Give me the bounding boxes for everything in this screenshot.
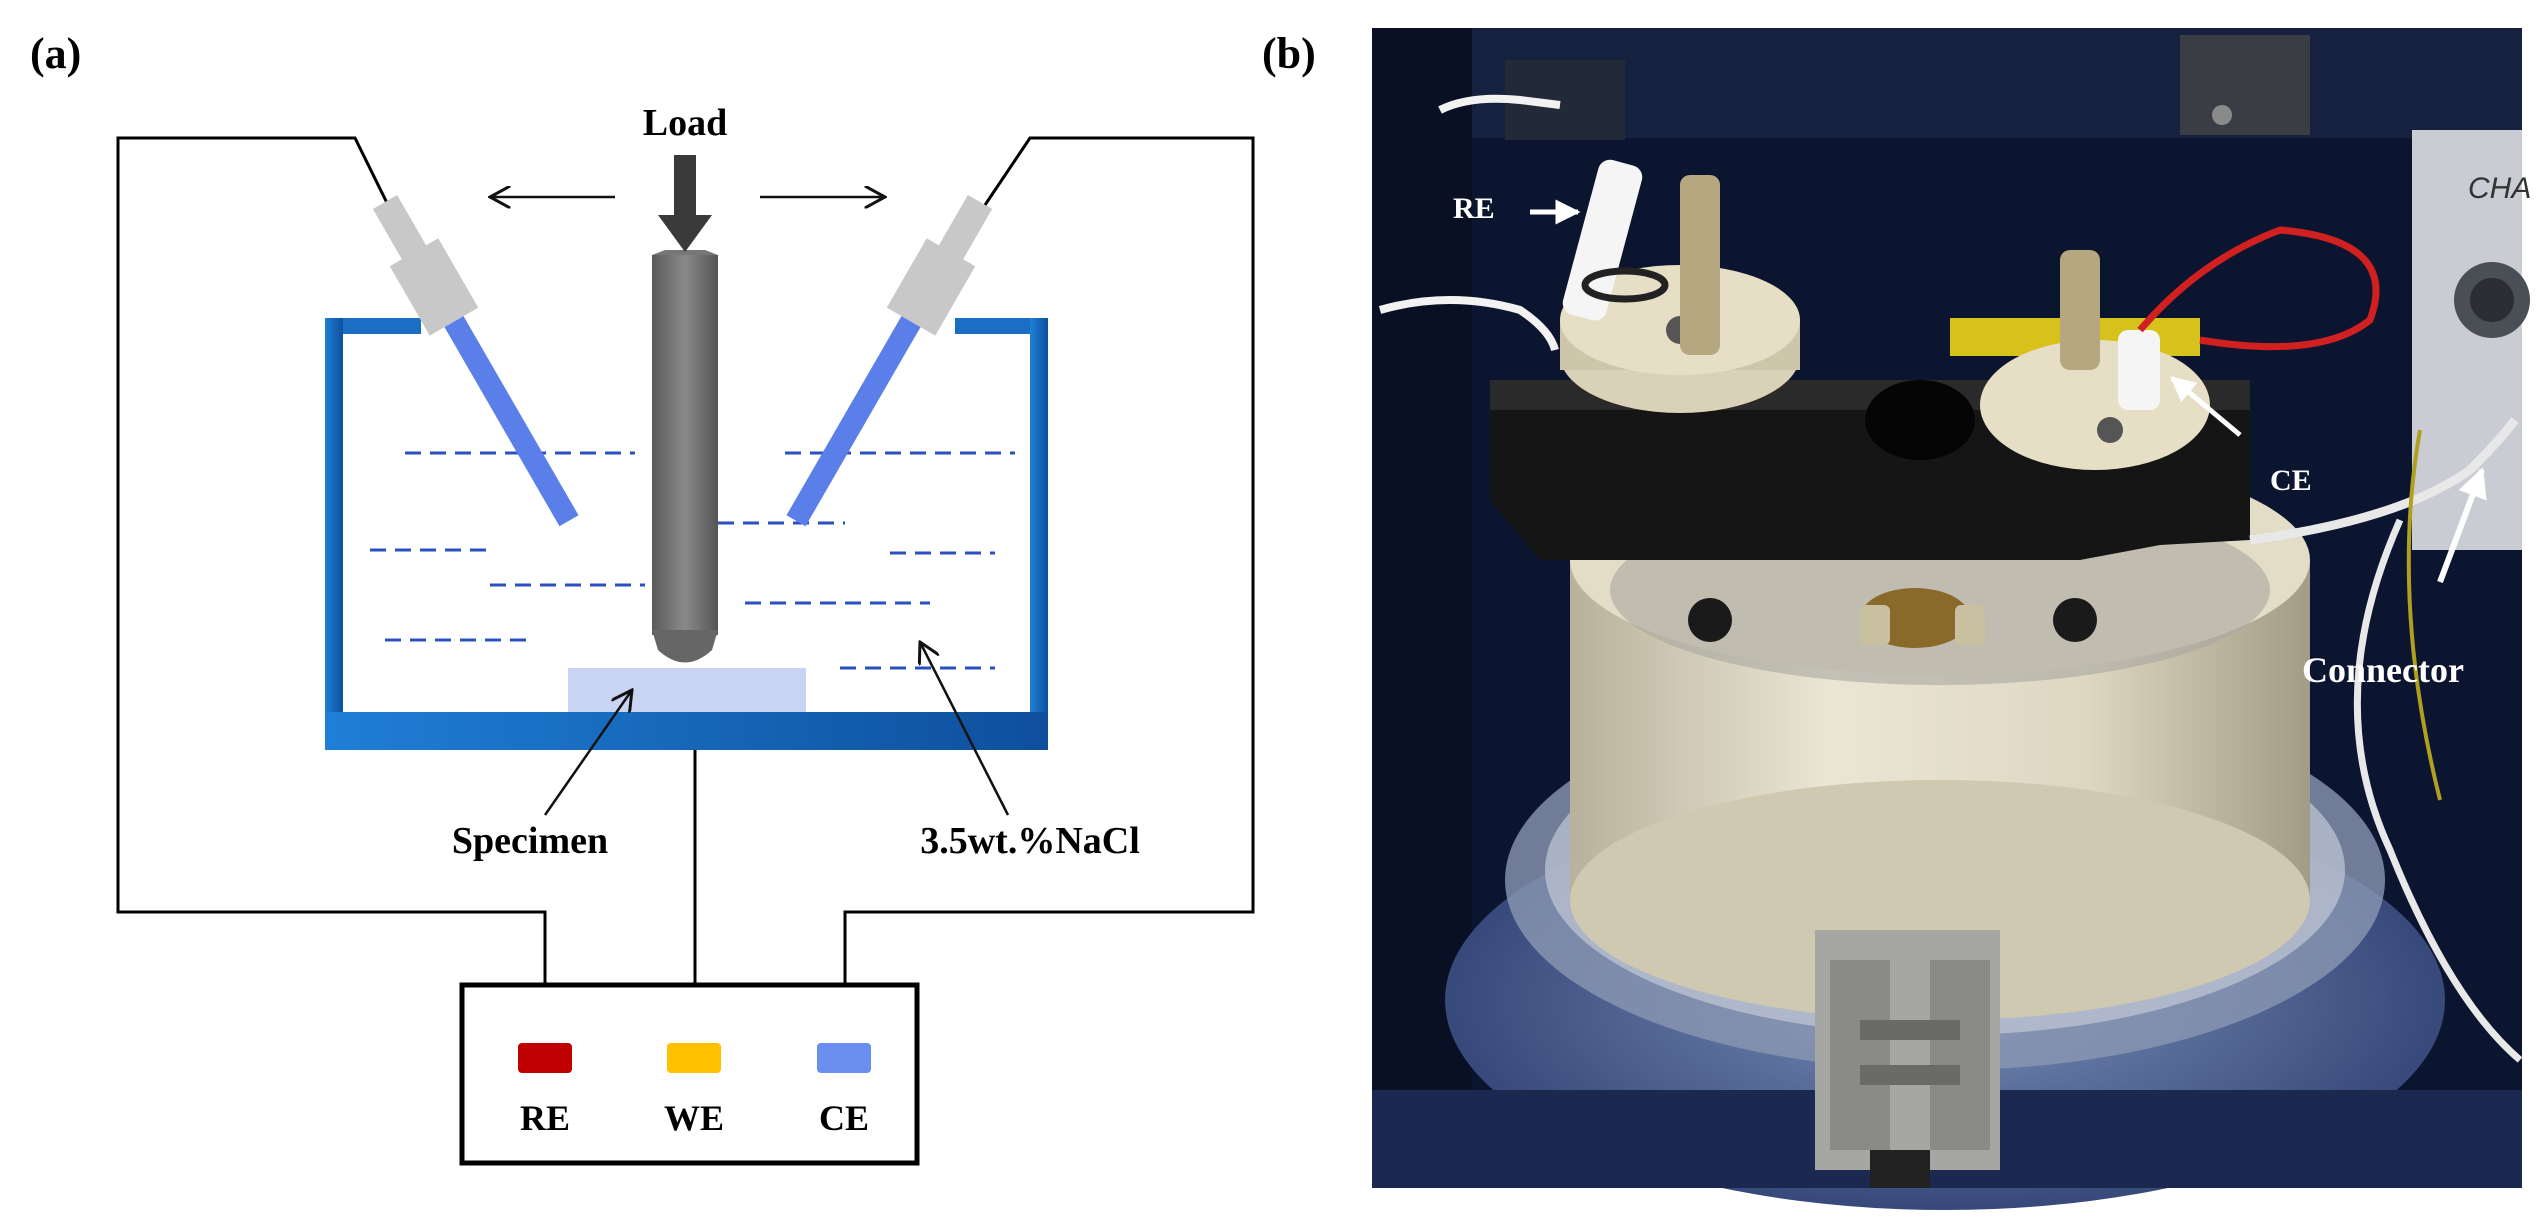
panel-a-label: (a) xyxy=(30,29,81,78)
load-label: Load xyxy=(643,102,727,144)
probe-tip xyxy=(652,630,718,663)
cell-left-rim xyxy=(343,318,421,334)
reference-electrode xyxy=(372,195,579,527)
probe xyxy=(652,250,718,663)
ce-terminal-label: CE xyxy=(819,1098,869,1138)
setup-photo: CHA xyxy=(1372,28,2531,1210)
white-wire-left xyxy=(1378,296,1559,352)
cell-left-wall xyxy=(325,318,343,750)
re-holder-body xyxy=(389,238,479,336)
connector-callout: Connector xyxy=(2302,650,2464,690)
re-holder-top xyxy=(372,195,428,262)
we-terminal-label: WE xyxy=(664,1098,724,1138)
ce-terminal xyxy=(817,1043,871,1073)
connector-callout-arrow xyxy=(2437,467,2487,584)
cell-right-rim xyxy=(955,318,1030,334)
solution-label: 3.5wt.%NaCl xyxy=(920,820,1140,862)
specimen xyxy=(568,668,806,712)
ce-callout: CE xyxy=(2270,464,2312,497)
counter-electrode xyxy=(786,195,993,527)
re-knurled-knob xyxy=(1680,175,1720,355)
panel-b-label: (b) xyxy=(1262,29,1316,78)
ce-tip xyxy=(786,316,921,527)
probe-shaft xyxy=(652,255,718,635)
potentiostat-box xyxy=(459,982,920,1166)
re-electrode-photo xyxy=(1562,159,1643,321)
white-wire-right xyxy=(2249,417,2519,545)
re-callout: RE xyxy=(1453,192,1495,225)
ce-electrode-photo xyxy=(2118,330,2160,410)
we-terminal xyxy=(667,1043,721,1073)
cell-right-wall xyxy=(1030,318,1048,750)
ce-holder-top xyxy=(937,195,993,262)
red-wire xyxy=(2137,226,2380,351)
cell-bottom xyxy=(325,712,1048,750)
ce-holder-body xyxy=(886,238,976,336)
cha-label: CHA xyxy=(2468,172,2531,205)
solution-pointer xyxy=(920,642,1010,816)
re-terminal xyxy=(518,1043,572,1073)
re-tip xyxy=(444,316,579,527)
electrolytic-cell xyxy=(325,318,1048,750)
panel-a: (a) xyxy=(30,29,1255,1166)
ce-wire xyxy=(843,136,1255,985)
load-arrow xyxy=(658,155,712,252)
re-terminal-label: RE xyxy=(520,1098,570,1138)
specimen-label: Specimen xyxy=(452,820,608,862)
panel-b: (b) CHA xyxy=(1262,28,2531,1210)
re-wire xyxy=(116,136,547,985)
specimen-pointer xyxy=(543,690,632,816)
ce-callout-arrow xyxy=(2170,376,2242,437)
ce-knurled-knob xyxy=(2060,250,2100,370)
